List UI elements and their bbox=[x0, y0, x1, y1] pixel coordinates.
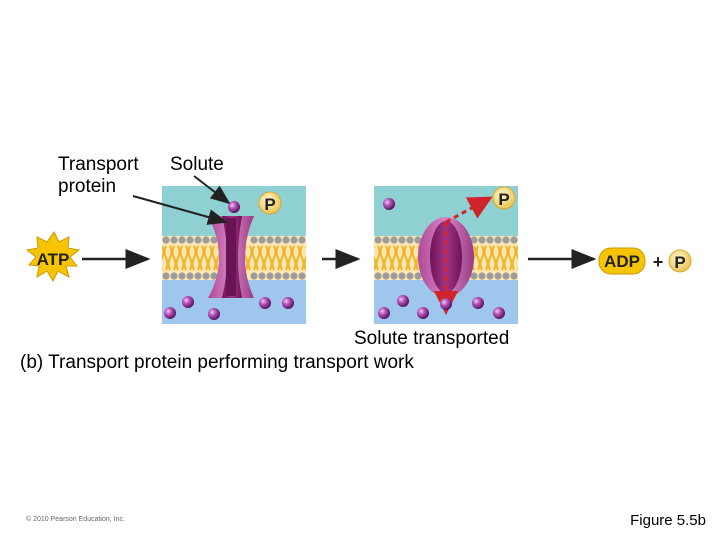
solute-molecule bbox=[208, 308, 220, 320]
adp-label: ADP bbox=[604, 252, 640, 271]
transported-solute-molecule bbox=[440, 298, 452, 310]
transport-protein-label: Transport protein bbox=[58, 154, 139, 198]
solute-molecule bbox=[397, 295, 409, 307]
solute-molecules-right bbox=[378, 198, 505, 319]
solute-molecule bbox=[259, 297, 271, 309]
solute-molecule bbox=[493, 307, 505, 319]
figure-number: Figure 5.5b bbox=[630, 512, 706, 529]
pointer-solute bbox=[193, 175, 231, 205]
solute-molecule bbox=[378, 307, 390, 319]
atp-label: ATP bbox=[37, 250, 70, 269]
transport-protein-right bbox=[418, 217, 474, 297]
solute-transported-label: Solute transported bbox=[354, 328, 510, 349]
membrane-panel-left: P bbox=[162, 186, 306, 324]
pointer-transport-protein bbox=[132, 195, 228, 225]
solute-molecule bbox=[182, 296, 194, 308]
solute-label: Solute bbox=[170, 154, 224, 175]
solute-molecule bbox=[282, 297, 294, 309]
atp-burst-shape bbox=[25, 231, 81, 283]
phosphate-left: P bbox=[258, 191, 282, 215]
solute-molecule bbox=[417, 307, 429, 319]
solute-molecule bbox=[164, 307, 176, 319]
solute-molecule bbox=[472, 297, 484, 309]
phosphate-left-label: P bbox=[264, 195, 275, 214]
protein-channel-left bbox=[226, 218, 236, 296]
solute-molecule bbox=[383, 198, 395, 210]
phosphate-mid: P bbox=[492, 186, 516, 210]
transport-protein-label-line2: protein bbox=[58, 176, 117, 197]
phospholipid-heads-right bbox=[374, 236, 518, 280]
transport-protein-left bbox=[208, 216, 254, 298]
figure-caption: (b) Transport protein performing transpo… bbox=[20, 352, 414, 373]
transport-protein-label-line1: Transport bbox=[58, 154, 139, 175]
phosphate-mid-label: P bbox=[498, 190, 509, 209]
copyright-notice: © 2010 Pearson Education, Inc. bbox=[26, 516, 125, 523]
phosphate-right bbox=[668, 249, 692, 273]
adp-group: ADP + P bbox=[598, 247, 692, 275]
solute-molecules-left bbox=[164, 201, 294, 320]
membrane-panel-right: P bbox=[374, 186, 518, 324]
phosphate-right-label: P bbox=[674, 253, 685, 272]
adp-badge bbox=[598, 247, 646, 275]
phospholipid-heads-left bbox=[162, 236, 306, 280]
solute-molecule bbox=[228, 201, 240, 213]
plus-sign: + bbox=[653, 252, 664, 272]
atp-burst: ATP bbox=[25, 231, 81, 283]
